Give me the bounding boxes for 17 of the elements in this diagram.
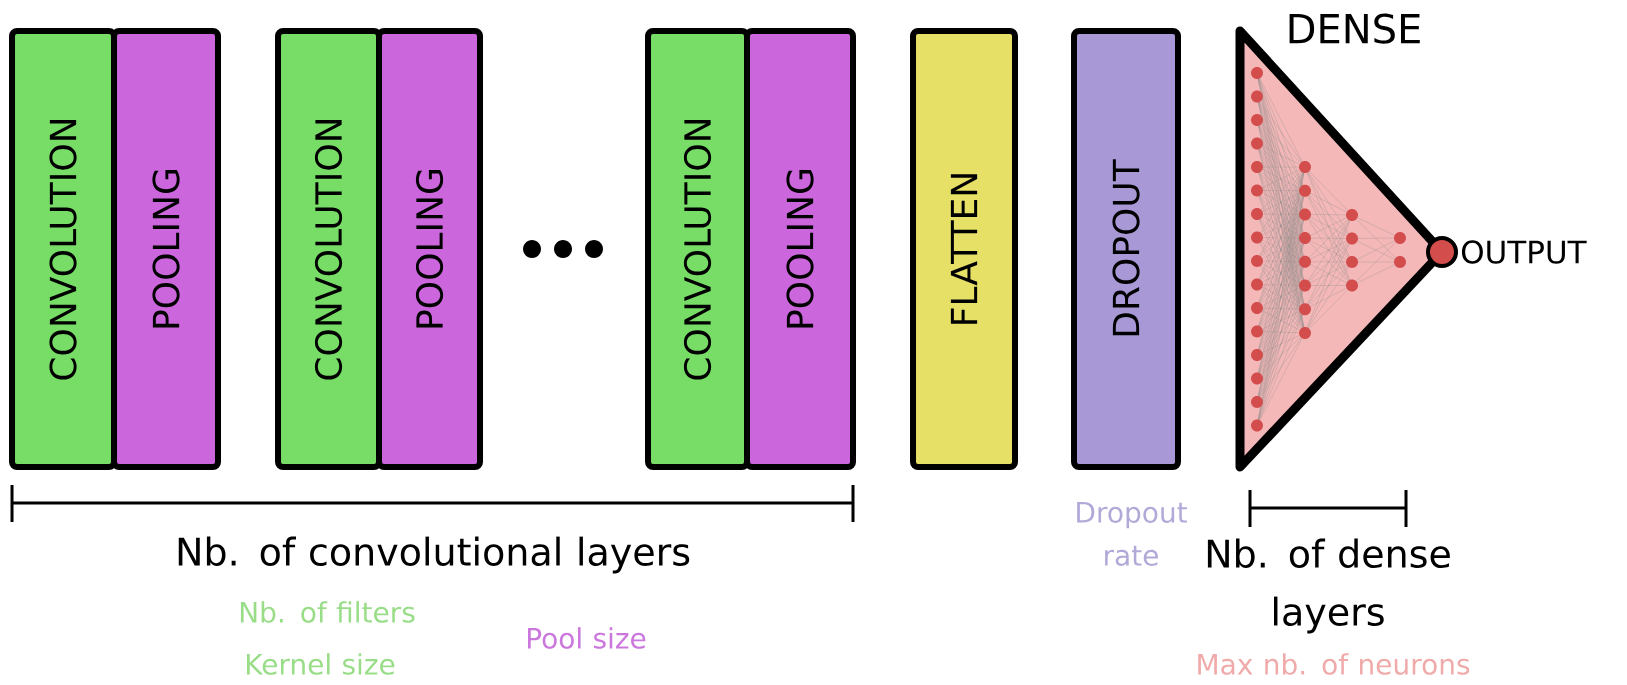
parameter-label: Kernel size [246, 653, 395, 675]
layer-box: CONVOLUTION [645, 28, 750, 470]
output-neuron [1426, 236, 1458, 268]
layer-box: POOLING [376, 28, 483, 470]
parameter-label: Nb. of dense layers [1207, 538, 1450, 634]
parameter-label: Pool size [528, 627, 646, 649]
layer-box: FLATTEN [910, 28, 1018, 470]
parameter-label: Nb. of convolutional layers [178, 536, 690, 574]
layer-box: POOLING [111, 28, 221, 470]
parameter-label: Nb. of filters [240, 601, 415, 623]
parameter-label: Dropout rate [1077, 502, 1187, 566]
layer-box: POOLING [744, 28, 856, 470]
layer-box: DROPOUT [1071, 28, 1181, 470]
layer-box: CONVOLUTION [275, 28, 382, 470]
layer-box: CONVOLUTION [9, 28, 117, 470]
parameter-label: Max nb. of neurons [1198, 653, 1470, 675]
output-label: OUTPUT [1461, 240, 1587, 264]
